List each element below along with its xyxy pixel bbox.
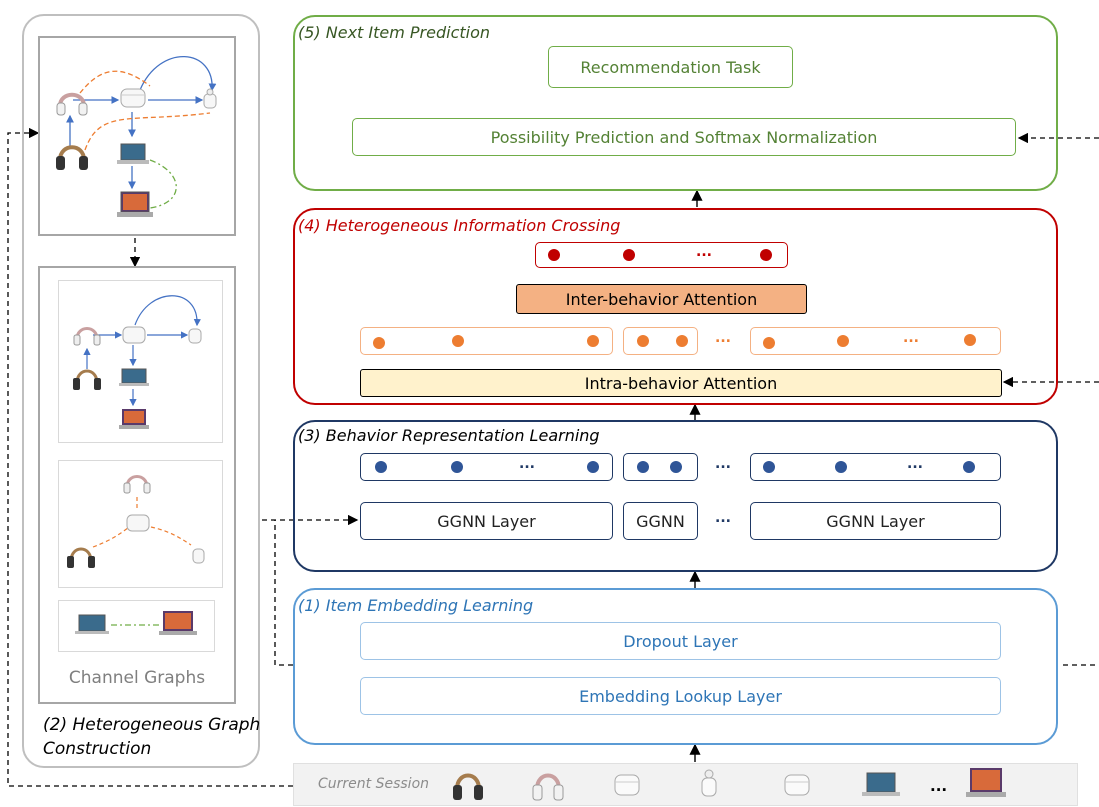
behavior-vector-navy-3: ...: [750, 453, 1001, 481]
ellipsis: ...: [696, 244, 712, 260]
airpods-icon: [202, 88, 218, 110]
airpods-icon: [120, 86, 146, 108]
ellipsis: ...: [519, 456, 535, 472]
vector-dot: [637, 461, 649, 473]
vector-dot: [837, 335, 849, 347]
vector-dot: [587, 335, 599, 347]
crossing-output-vector: ...: [535, 242, 788, 268]
vector-dot: [835, 461, 847, 473]
vector-dot: [373, 337, 385, 349]
ellipsis: ...: [715, 456, 731, 472]
laptop-icon: [117, 142, 149, 166]
ellipsis: ...: [715, 330, 731, 346]
dashed-embedding-side: [274, 520, 293, 666]
behavior-vector-orange-1: [360, 327, 613, 355]
current-session-label: Current Session: [318, 776, 430, 792]
next-item-prediction-title: (5) Next Item Prediction: [298, 23, 491, 42]
graph-construction-title-line1: (2) Heterogeneous Graph: [43, 715, 261, 735]
laptop-icon: [966, 766, 1006, 802]
embedding-lookup-layer-box: Embedding Lookup Layer: [360, 677, 1001, 715]
vector-dot: [760, 249, 772, 261]
vector-dot: [623, 249, 635, 261]
ggnn-box-2: GGNN: [623, 502, 698, 540]
airpods-icon: [614, 772, 640, 796]
laptop-icon: [862, 771, 900, 799]
inter-behavior-attention-box: Inter-behavior Attention: [516, 284, 807, 314]
vector-dot: [763, 461, 775, 473]
vector-dot: [670, 461, 682, 473]
airpods-icon: [700, 768, 718, 798]
ellipsis: ...: [903, 330, 919, 346]
ellipsis: ...: [907, 456, 923, 472]
item-embedding-title: (1) Item Embedding Learning: [298, 596, 534, 615]
heterogeneous-graph-box: [38, 36, 236, 236]
behavior-vector-orange-3: ...: [750, 327, 1001, 355]
laptop-icon: [117, 190, 153, 220]
ggnn-layer-box-1: GGNN Layer: [360, 502, 613, 540]
behavior-vector-navy-1: ...: [360, 453, 613, 481]
vector-dot: [763, 337, 775, 349]
information-crossing-title: (4) Heterogeneous Information Crossing: [298, 216, 621, 235]
behavior-representation-title: (3) Behavior Representation Learning: [298, 426, 600, 445]
vector-dot: [452, 335, 464, 347]
channel-graph-2: [58, 460, 223, 588]
vector-dot: [548, 249, 560, 261]
vector-dot: [451, 461, 463, 473]
vector-dot: [676, 335, 688, 347]
graph-construction-title-line2: Construction: [43, 739, 152, 759]
vector-dot: [375, 461, 387, 473]
next-item-prediction-block: [293, 15, 1058, 191]
vector-dot: [587, 461, 599, 473]
item-embedding-block: [293, 588, 1058, 745]
information-crossing-block: [293, 208, 1058, 405]
vector-dot: [963, 461, 975, 473]
ggnn-layer-box-3: GGNN Layer: [750, 502, 1001, 540]
headphones-icon: [452, 767, 484, 803]
behavior-vector-navy-2: [623, 453, 698, 481]
channel-graph-1: [58, 280, 223, 443]
graph-construction-panel: [22, 14, 260, 768]
intra-behavior-attention-box: Intra-behavior Attention: [360, 369, 1002, 397]
dropout-layer-box: Dropout Layer: [360, 622, 1001, 660]
channel-graphs-label: Channel Graphs: [68, 668, 206, 688]
channel-graph-3: [58, 600, 215, 652]
airpods-icon: [784, 772, 810, 796]
recommendation-task-box: Recommendation Task: [548, 46, 793, 88]
vector-dot: [964, 334, 976, 346]
headphones-icon: [55, 86, 89, 116]
vector-dot: [637, 335, 649, 347]
session-ellipsis: ...: [930, 777, 948, 795]
behavior-representation-block: [293, 420, 1058, 572]
headphones-icon: [55, 140, 89, 172]
behavior-vector-orange-2: [623, 327, 698, 355]
possibility-prediction-box: Possibility Prediction and Softmax Norma…: [352, 118, 1016, 156]
channel-graphs-box: [38, 266, 236, 704]
current-session-strip: [293, 763, 1078, 806]
headphones-icon: [532, 767, 564, 803]
ellipsis: ...: [715, 510, 731, 526]
